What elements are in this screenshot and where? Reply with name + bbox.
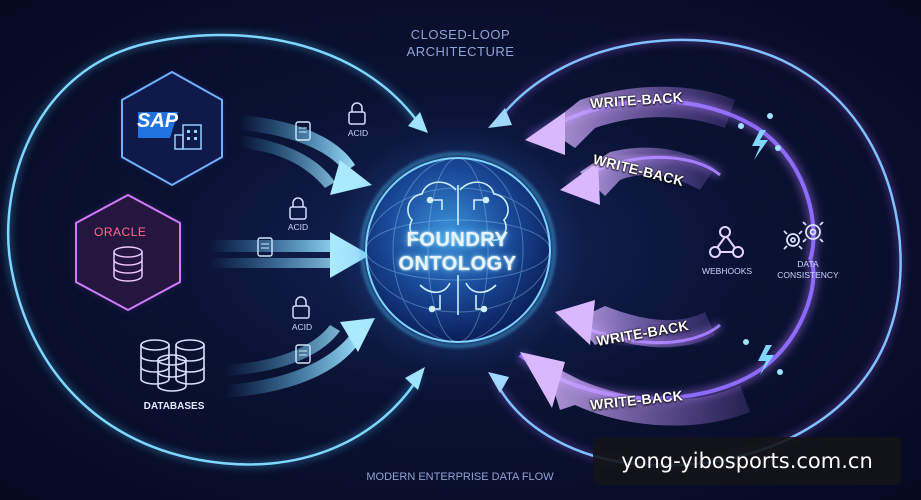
flow-arrow-sap [240,115,372,195]
sap-hexagon [121,70,223,187]
database-icon [113,246,143,282]
database-stack-icon [140,339,205,392]
ontology-title: FOUNDRY ONTOLOGY [355,228,560,276]
diagram-title-line2: ARCHITECTURE [406,44,515,59]
sap-logo: SAP [137,110,179,132]
data-consistency-label-line2: CONSISTENCY [777,270,839,280]
write-back-ribbon-2 [560,147,715,205]
lightning-icon-1 [738,113,781,160]
databases-label: DATABASES [143,401,205,412]
data-consistency-label-line1: DATA [797,259,819,269]
watermark-badge: yong-yibosports.com.cn [593,437,901,485]
left-loop-ring [5,31,428,468]
ontology-sphere [333,125,583,375]
document-icon-1 [295,121,311,141]
building-icon [174,124,202,150]
document-icon-2 [257,237,273,257]
oracle-logo: ORACLE [94,225,147,239]
write-back-ribbon-4 [520,352,750,426]
write-back-ribbon-1 [525,86,735,155]
webhook-icon [709,226,744,258]
acid-label-2: ACID [287,222,309,232]
ontology-title-line1: FOUNDRY [406,229,509,251]
lock-icon-3 [292,296,310,319]
document-icon-3 [295,344,311,364]
diagram-title-line1: CLOSED-LOOP [410,27,511,42]
lock-icon-1 [348,102,366,125]
lock-icon-2 [289,197,307,220]
lightning-icon-2 [743,339,783,375]
acid-label-1: ACID [347,128,369,138]
gears-icon [783,221,824,250]
data-consistency-label: DATA CONSISTENCY [768,259,848,281]
footer-caption: MODERN ENTERPRISE DATA FLOW [366,471,554,483]
brain-circuit-icon [407,181,509,315]
webhooks-label: WEBHOOKS [701,266,753,276]
acid-label-3: ACID [291,322,313,332]
ontology-title-line2: ONTOLOGY [398,253,517,275]
oracle-hexagon [75,193,181,312]
